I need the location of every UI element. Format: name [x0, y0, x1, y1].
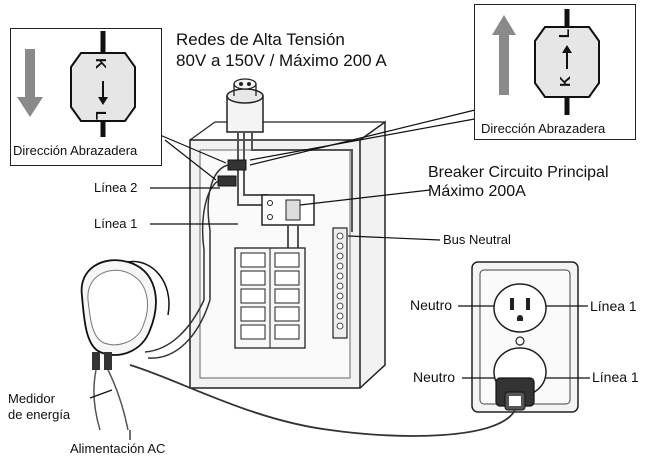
clamp-sensors: [201, 159, 247, 300]
label-linea1-top: Línea 1: [590, 298, 637, 314]
breaker-label-line-1: Breaker Circuito Principal: [428, 164, 609, 181]
leader-lines: [89, 109, 590, 440]
label-linea-2: Línea 2: [94, 180, 138, 195]
callout-clamp-left: K L Dirección Abrazadera: [10, 28, 162, 166]
energy-meter: [80, 259, 211, 431]
branch-breakers: [234, 247, 306, 349]
power-cord: [129, 364, 516, 437]
clamp-letter-bottom-left: L: [92, 110, 110, 121]
arrow-down-icon: [17, 97, 43, 117]
title-line-2: 80V a 150V / Máximo 200 A: [176, 51, 387, 70]
label-linea1-bottom: Línea 1: [592, 369, 639, 385]
callout-left-caption: Dirección Abrazadera: [13, 143, 138, 158]
conduit: [226, 78, 264, 133]
title-line-1: Redes de Alta Tensión: [176, 30, 345, 49]
clamp-letter-top-right: L: [556, 28, 574, 39]
clamp-diagram-left: [17, 31, 136, 137]
label-alimentacion-ac: Alimentación AC: [70, 441, 166, 456]
plug: [495, 377, 535, 411]
label-bus-neutral: Bus Neutral: [443, 232, 511, 247]
arrow-shaft: [25, 49, 35, 99]
arrow-shaft: [499, 35, 509, 95]
label-neutro-bottom: Neutro: [413, 369, 456, 385]
wall-outlet: [471, 261, 579, 413]
main-breaker: [261, 194, 315, 248]
breaker-label-line-2: Máximo 200A: [428, 183, 526, 200]
arrow-up-icon: [492, 15, 516, 35]
neutral-bus: [332, 227, 348, 339]
label-de-energia: de energía: [8, 407, 71, 422]
clamp-letter-top-left: K: [91, 58, 109, 69]
label-medidor: Medidor: [8, 391, 55, 406]
label-linea-1: Línea 1: [94, 216, 138, 231]
label-neutro-top: Neutro: [410, 297, 453, 313]
clamp-diagram-right: [492, 9, 600, 115]
callout-clamp-right: L K Dirección Abrazadera: [474, 4, 636, 140]
callout-right-caption: Dirección Abrazadera: [481, 121, 606, 136]
clamp-letter-bottom-right: K: [556, 76, 574, 87]
